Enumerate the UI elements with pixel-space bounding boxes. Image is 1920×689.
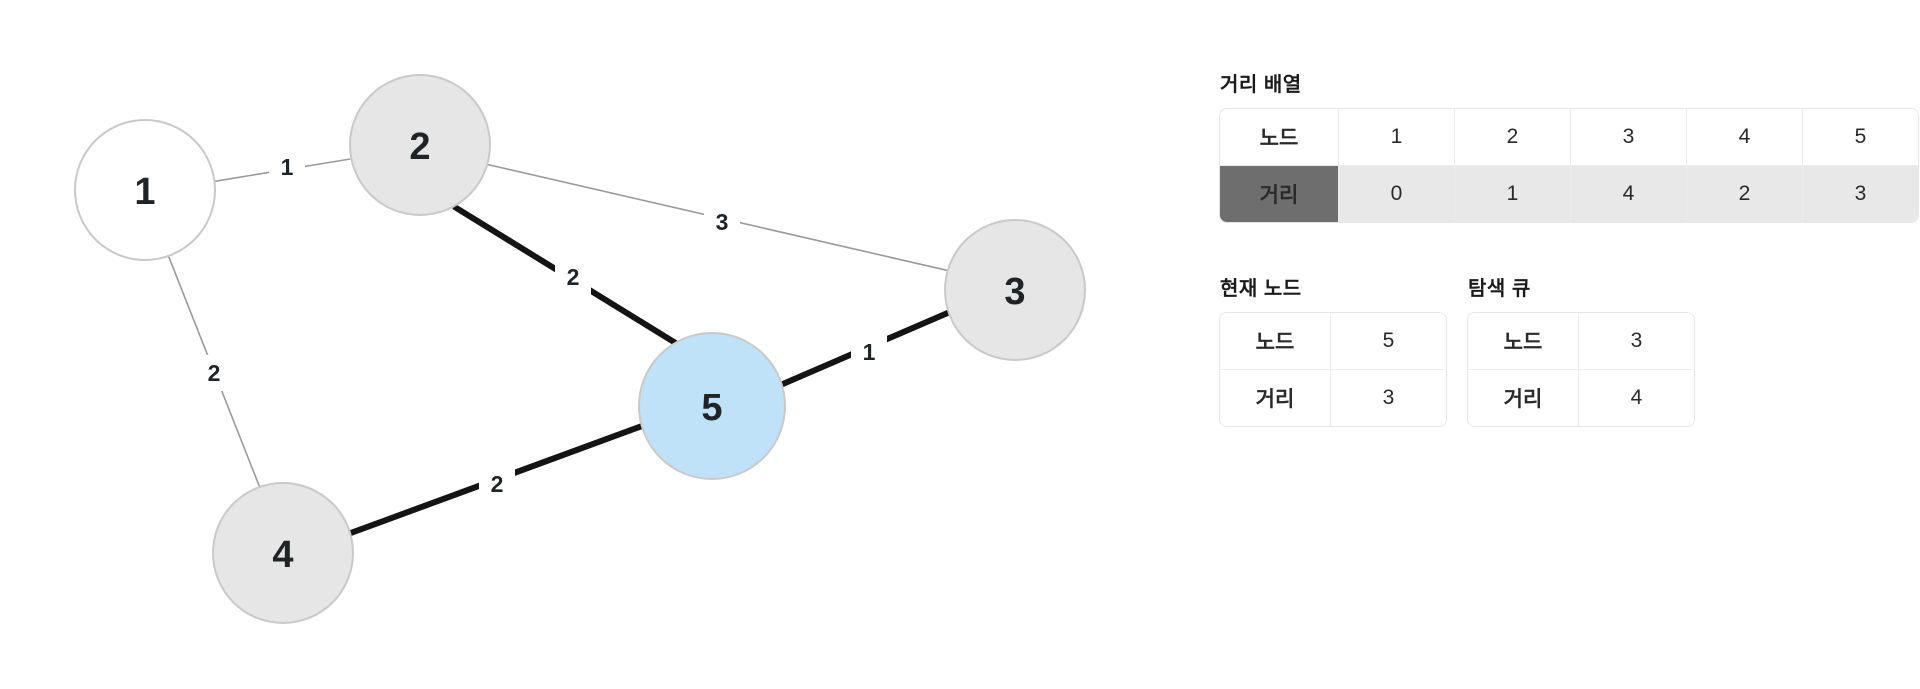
info-panel: 거리 배열 노드 1 2 3 4 5 거리 0 1 4 — [1220, 0, 1920, 689]
edge-weight-bg-1-4 — [196, 355, 232, 391]
current-node-header-node: 노드 — [1220, 313, 1331, 370]
distance-cell-4: 2 — [1687, 166, 1803, 222]
edge-weight-bg-1-2 — [269, 149, 305, 185]
row-header-distance: 거리 — [1220, 166, 1339, 222]
edge-weight-bg-4-5 — [479, 466, 515, 502]
distance-cell-5: 3 — [1803, 166, 1918, 222]
search-queue-row-node: 노드 3 — [1468, 313, 1694, 370]
search-queue-value-node: 3 — [1579, 313, 1694, 370]
edge-weight-2-3: 3 — [716, 209, 729, 235]
graph-node-3[interactable]: 3 — [944, 219, 1086, 361]
node-circle-1[interactable] — [74, 119, 216, 261]
node-group: 1 2 3 4 5 — [74, 74, 1086, 624]
current-node-table: 노드 5 거리 3 — [1220, 313, 1446, 426]
distance-cell-3: 4 — [1571, 166, 1687, 222]
node-label-4: 4 — [272, 534, 293, 576]
node-circle-2[interactable] — [349, 74, 491, 216]
search-queue-value-distance: 4 — [1579, 370, 1694, 426]
search-queue-header-node: 노드 — [1468, 313, 1579, 370]
edge-weight-1-2: 1 — [281, 154, 294, 180]
graph-node-4[interactable]: 4 — [212, 482, 354, 624]
distance-array-title: 거리 배열 — [1220, 74, 1302, 96]
edge-weight-group: 1 2 3 2 2 1 — [196, 149, 887, 502]
current-node-title: 현재 노드 — [1220, 278, 1302, 300]
node-label-5: 5 — [701, 387, 722, 429]
search-queue-block: 탐색 큐 노드 3 거리 4 — [1468, 272, 1694, 426]
current-node-row-distance: 거리 3 — [1220, 370, 1446, 426]
node-cell-5: 5 — [1803, 109, 1918, 166]
distance-array-block: 거리 배열 노드 1 2 3 4 5 거리 0 1 4 — [1220, 68, 1918, 222]
graph-node-1[interactable]: 1 — [74, 119, 216, 261]
edge-weight-1-4: 2 — [208, 360, 221, 386]
node-cell-4: 4 — [1687, 109, 1803, 166]
current-node-value-distance: 3 — [1331, 370, 1446, 426]
distance-array-table: 노드 1 2 3 4 5 거리 0 1 4 2 3 — [1220, 109, 1918, 222]
search-queue-row-distance: 거리 4 — [1468, 370, 1694, 426]
edge-weight-2-5: 2 — [567, 264, 580, 290]
node-circle-4[interactable] — [212, 482, 354, 624]
search-queue-table: 노드 3 거리 4 — [1468, 313, 1694, 426]
edge-weight-bg-2-3 — [704, 204, 740, 240]
search-queue-header-distance: 거리 — [1468, 370, 1579, 426]
graph-canvas: 1 2 3 2 2 1 1 2 — [74, 74, 1086, 624]
node-label-1: 1 — [134, 171, 155, 213]
edge-weight-bg-2-5 — [555, 259, 591, 295]
node-label-3: 3 — [1004, 271, 1025, 313]
edge-group — [167, 158, 951, 537]
graph-node-5[interactable]: 5 — [638, 332, 786, 480]
edge-weight-bg-5-3 — [851, 334, 887, 370]
node-circle-3[interactable] — [944, 219, 1086, 361]
distance-array-node-row: 노드 1 2 3 4 5 — [1220, 109, 1918, 166]
distance-cell-1: 0 — [1339, 166, 1455, 222]
current-node-block: 현재 노드 노드 5 거리 3 — [1220, 272, 1446, 426]
edge-weight-5-3: 1 — [863, 339, 876, 365]
node-cell-1: 1 — [1339, 109, 1455, 166]
distance-array-distance-row: 거리 0 1 4 2 3 — [1220, 166, 1918, 222]
current-node-row-node: 노드 5 — [1220, 313, 1446, 370]
row-header-node: 노드 — [1220, 109, 1339, 166]
current-node-value-node: 5 — [1331, 313, 1446, 370]
node-cell-3: 3 — [1571, 109, 1687, 166]
distance-cell-2: 1 — [1455, 166, 1571, 222]
node-circle-5[interactable] — [638, 332, 786, 480]
current-node-header-distance: 거리 — [1220, 370, 1331, 426]
node-label-2: 2 — [409, 126, 430, 168]
node-cell-2: 2 — [1455, 109, 1571, 166]
search-queue-title: 탐색 큐 — [1468, 278, 1531, 300]
graph-node-2[interactable]: 2 — [349, 74, 491, 216]
edge-weight-4-5: 2 — [491, 471, 504, 497]
graph-panel: 1 2 3 2 2 1 1 2 — [74, 74, 1086, 624]
